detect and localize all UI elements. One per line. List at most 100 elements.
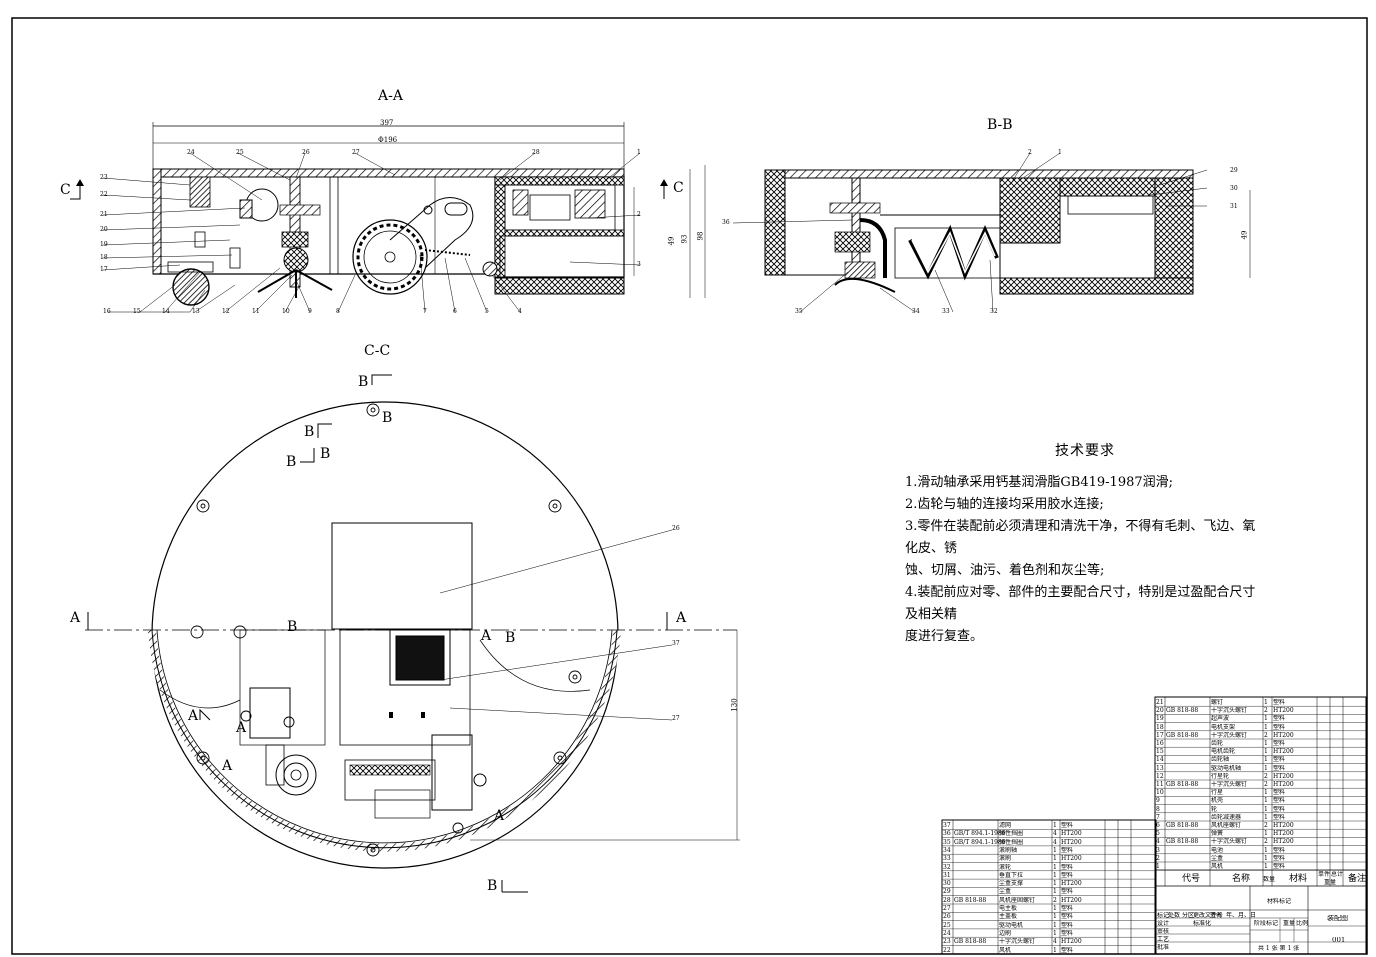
dim-cc-130: 130: [730, 698, 739, 712]
callout-2: 2: [637, 211, 641, 218]
part-row-11-qty: 2: [1264, 781, 1268, 788]
part-row-18-name: 电机支架: [1211, 723, 1236, 731]
part-row-36-name: 弹性挡圈: [999, 830, 1024, 838]
part-row-24-mat: 塑料: [1061, 929, 1074, 937]
header-note: 备注: [1348, 874, 1367, 884]
part-row-36-code: GB/T 894.1-1986: [954, 830, 1006, 838]
title-block-label: 年、月、日: [1226, 912, 1257, 919]
callout-bb-34: 34: [912, 308, 920, 315]
part-row-28-name: 风机座固螺钉: [999, 896, 1036, 904]
part-row-21-no: 21: [1156, 699, 1164, 706]
callout-10: 10: [282, 308, 290, 315]
part-row-6-no: 6: [1156, 822, 1160, 829]
header-total: 总计: [1331, 871, 1344, 878]
part-row-5-qty: 1: [1264, 830, 1268, 838]
part-row-30-mat: HT200: [1061, 880, 1082, 888]
part-row-13-name: 驱动电机轴: [1211, 764, 1242, 772]
part-row-15-name: 电机齿轮: [1211, 748, 1236, 756]
part-row-1-qty: 1: [1264, 863, 1268, 870]
section-mark-c-left: C: [60, 182, 71, 198]
part-row-11-code: GB 818-88: [1166, 781, 1199, 788]
part-row-15-mat: HT200: [1273, 748, 1294, 756]
section-mark-b-3: B: [304, 424, 315, 440]
part-row-20-mat: HT200: [1273, 707, 1294, 715]
part-row-12-qty: 2: [1264, 772, 1268, 780]
part-row-14-name: 齿轮轴: [1211, 756, 1230, 764]
part-row-31-mat: 塑料: [1061, 871, 1074, 879]
part-row-28-qty: 2: [1053, 896, 1057, 904]
section-mark-a-right: A: [676, 610, 687, 626]
part-row-25-qty: 1: [1053, 921, 1057, 929]
callout-23: 23: [100, 174, 108, 181]
part-row-9-no: 9: [1156, 797, 1160, 805]
part-row-1-no: 1: [1156, 863, 1160, 870]
callout-bb-33: 33: [942, 308, 950, 315]
part-row-24-qty: 1: [1053, 929, 1057, 937]
part-row-19-mat: 塑料: [1273, 715, 1286, 723]
section-mark-b-top: B: [358, 374, 369, 390]
part-row-33-mat: HT200: [1061, 855, 1082, 863]
dim-height-93: 93: [680, 234, 689, 244]
part-row-35-no: 35: [943, 838, 951, 846]
part-row-27-no: 27: [943, 905, 951, 912]
part-row-3-name: 电池: [1211, 846, 1224, 854]
part-row-6-code: GB 818-88: [1166, 822, 1199, 829]
part-row-34-name: 滚刷轴: [999, 846, 1018, 854]
part-row-8-qty: 1: [1264, 805, 1268, 813]
section-mark-b-2: B: [382, 410, 393, 426]
tech-line-5: 4.装配前应对零、部件的主要配合尺寸，特别是过盈配合尺寸及相关精: [905, 585, 1256, 622]
part-row-5-no: 5: [1156, 830, 1160, 838]
part-row-23-name: 十字沉头螺钉: [999, 938, 1036, 946]
part-row-23-mat: HT200: [1061, 938, 1082, 946]
callout-14: 14: [162, 308, 170, 315]
part-row-13-mat: 塑料: [1273, 764, 1286, 772]
callout-20: 20: [100, 226, 108, 233]
callout-11: 11: [252, 308, 260, 315]
section-cc-view: [85, 374, 740, 893]
part-row-10-name: 行星: [1211, 789, 1224, 797]
part-row-26-mat: 塑料: [1061, 913, 1074, 921]
section-mark-b-6: B: [287, 619, 298, 635]
title-block-label: 批准: [1157, 944, 1170, 951]
dim-height-49: 49: [667, 236, 676, 246]
part-row-18-no: 18: [1156, 723, 1164, 731]
section-cc-title: C-C: [364, 343, 391, 359]
part-row-35-name: 弹性挡圈: [999, 838, 1024, 846]
part-row-27-qty: 1: [1053, 905, 1057, 912]
part-row-16-name: 齿轮: [1211, 740, 1224, 747]
title-block-label: 处数: [1168, 912, 1181, 919]
part-row-5-name: 弹簧: [1211, 830, 1224, 838]
part-row-30-qty: 1: [1053, 880, 1057, 888]
part-row-16-mat: 塑料: [1273, 740, 1286, 747]
callout-3: 3: [637, 261, 641, 268]
part-row-14-qty: 1: [1264, 756, 1268, 764]
part-row-12-name: 行星轮: [1211, 772, 1230, 780]
tech-line-2: 2.齿轮与轴的连接均采用胶水连接;: [905, 497, 1104, 512]
part-row-9-mat: 塑料: [1273, 797, 1286, 805]
material-mark: 材料标记: [1267, 898, 1292, 905]
part-row-2-no: 2: [1156, 854, 1160, 862]
callout-7: 7: [423, 308, 427, 315]
part-row-26-no: 26: [943, 913, 951, 921]
part-row-29-name: 尘盒: [999, 888, 1012, 896]
part-row-4-mat: HT200: [1273, 838, 1294, 846]
callout-bb-29: 29: [1230, 167, 1238, 174]
title-block-label: 标准化: [1193, 920, 1212, 927]
callout-12: 12: [222, 308, 230, 315]
part-row-5-mat: HT200: [1273, 830, 1294, 838]
callout-21: 21: [100, 211, 108, 218]
part-row-7-mat: 塑料: [1273, 813, 1286, 821]
tech-line-6: 度进行复查。: [905, 629, 984, 644]
part-row-22-qty: 1: [1053, 946, 1057, 954]
sheet-border: [11, 17, 1368, 955]
part-row-24-name: 边刷: [999, 929, 1012, 937]
part-row-21-name: 螺钉: [1211, 699, 1224, 706]
callout-bb-35: 35: [795, 308, 803, 315]
section-mark-a-6: A: [481, 628, 492, 644]
part-row-1-mat: 塑料: [1273, 863, 1286, 870]
title-block-label: 阶段标记: [1254, 920, 1279, 927]
dim-overall-length: 397: [380, 119, 394, 127]
section-mark-a-3: A: [188, 708, 199, 724]
section-mark-a-5: A: [222, 758, 233, 774]
part-row-9-name: 机壳: [1211, 797, 1224, 805]
